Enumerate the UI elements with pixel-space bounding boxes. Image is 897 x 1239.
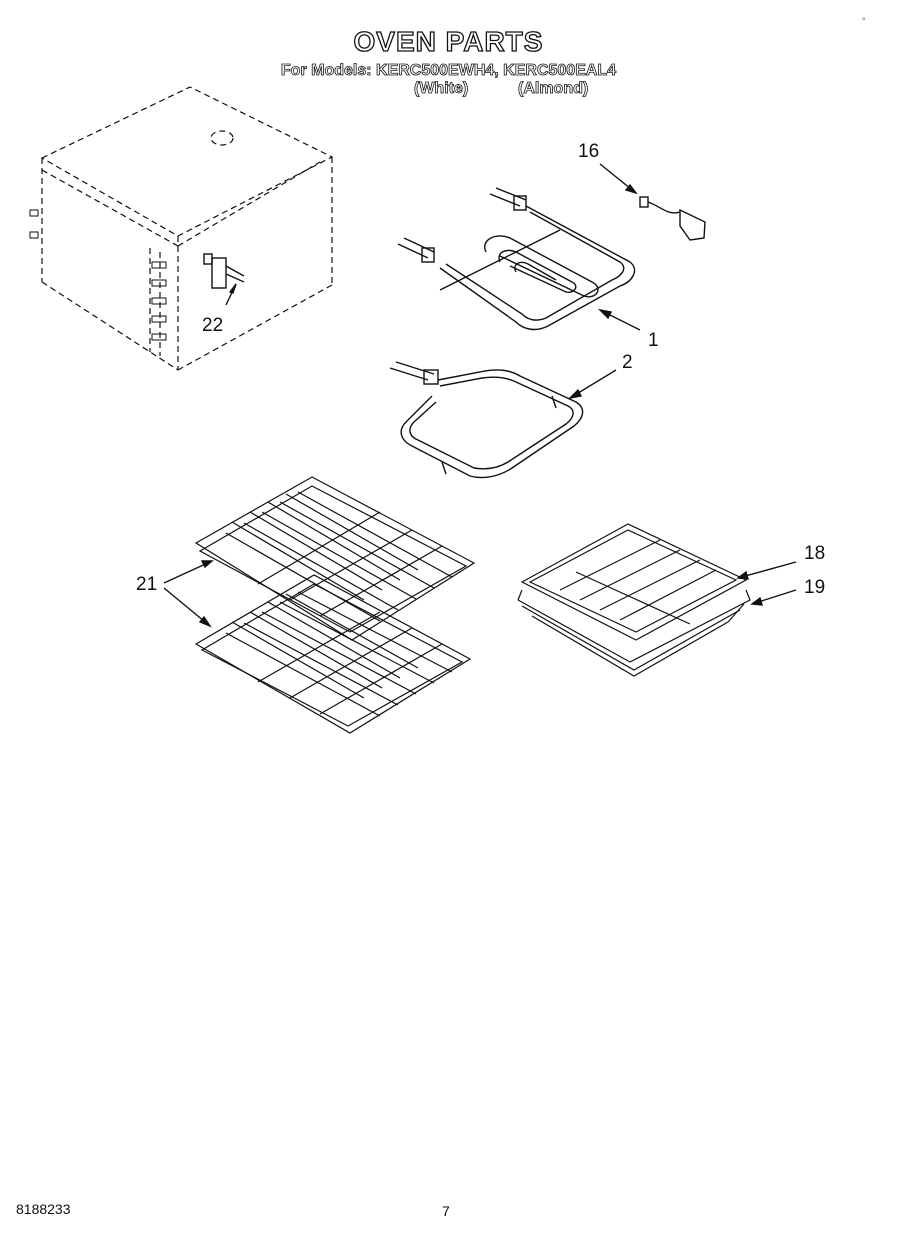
callout-18: 18 xyxy=(804,543,826,564)
corner-mark: ◦ xyxy=(862,14,866,25)
models-line: For Models: KERC500EWH4, KERC500EAL4 xyxy=(280,62,617,80)
bracket-part-22-drawing xyxy=(203,253,245,306)
rack-slots-drawing xyxy=(29,209,167,341)
callout-1: 1 xyxy=(648,330,659,351)
variant-white: (White) xyxy=(414,80,469,98)
page-number: 7 xyxy=(442,1203,450,1219)
oven-rack-lower-drawing xyxy=(194,574,472,734)
oven-cavity-drawing xyxy=(40,86,334,371)
oven-rack-upper-drawing xyxy=(194,476,476,641)
broiler-pan-part-19-drawing xyxy=(517,589,751,677)
callout-21: 21 xyxy=(136,574,158,595)
sensor-part-16-drawing xyxy=(599,163,706,241)
callout-16: 16 xyxy=(578,141,600,162)
bake-element-part-2-drawing xyxy=(389,361,617,479)
leaders-21 xyxy=(163,560,214,628)
document-number: 8188233 xyxy=(16,1201,71,1217)
callout-19: 19 xyxy=(804,577,826,598)
leaders-18-19 xyxy=(736,561,797,606)
arrow-22 xyxy=(228,283,237,294)
broil-element-part-1-drawing xyxy=(397,187,641,331)
page-title: OVEN PARTS xyxy=(353,25,544,57)
callout-2: 2 xyxy=(622,352,633,373)
callout-22: 22 xyxy=(202,315,224,336)
broiler-grid-part-18-drawing xyxy=(520,523,748,641)
variant-almond: (Almond) xyxy=(518,80,589,98)
